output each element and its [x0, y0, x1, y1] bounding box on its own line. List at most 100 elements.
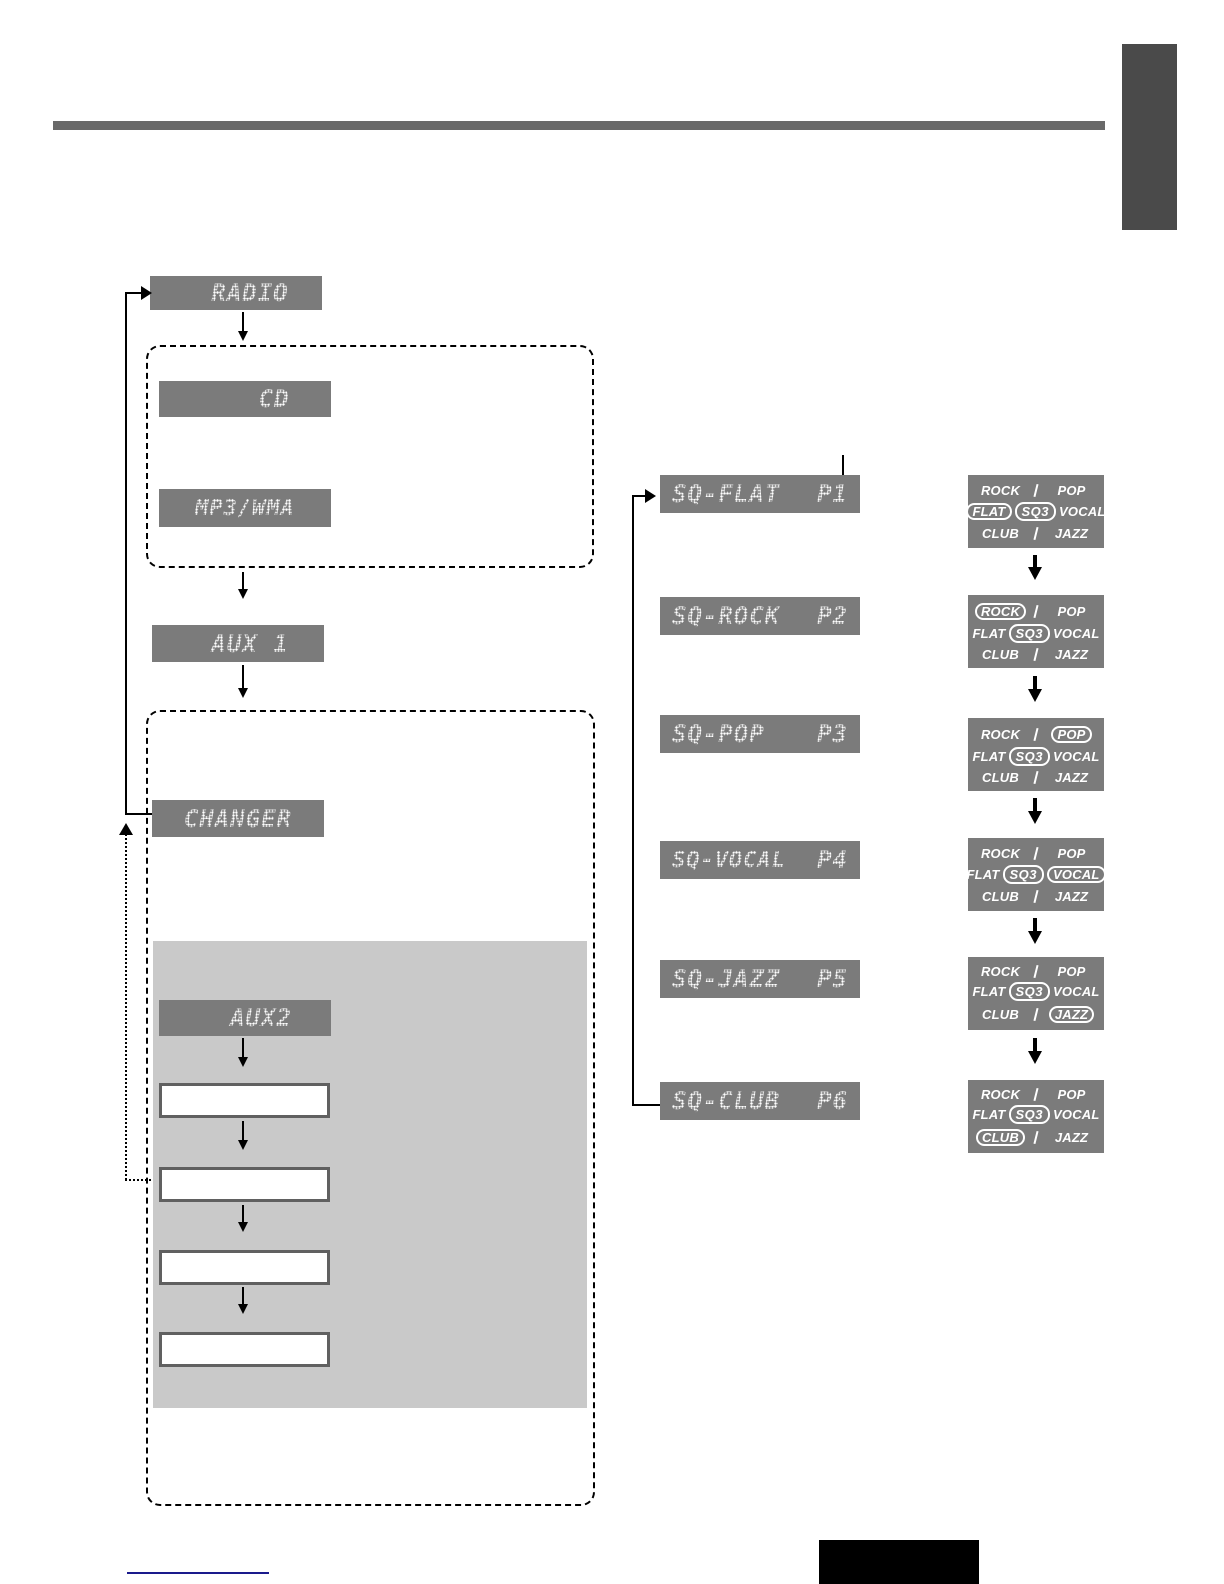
flow-arrow-down — [238, 1205, 248, 1232]
divider-line — [1033, 1087, 1039, 1101]
panel-row-top: ROCK POP — [970, 602, 1102, 620]
divider-line — [1033, 727, 1039, 741]
divider-line — [1033, 604, 1039, 618]
label-pop: POP — [1057, 845, 1086, 861]
panel-row-top: ROCK POP — [970, 845, 1102, 861]
sq3-panel-vocal: ROCK POP FLAT SQ3 VOCAL CLUB JAZZ — [966, 838, 1106, 911]
label-club: CLUB — [982, 525, 1019, 541]
sq-loop-into-flat — [632, 495, 648, 497]
label-club: CLUB — [982, 646, 1019, 662]
label-pop: POP — [1057, 482, 1086, 498]
blank-display-box — [159, 1167, 330, 1202]
divider-line — [1033, 526, 1039, 540]
sq-name: SQ-CLUB — [672, 1087, 781, 1115]
panel-row-bottom: CLUB JAZZ — [970, 1005, 1102, 1023]
flow-arrow-down — [238, 1121, 248, 1150]
divider-line — [1033, 1007, 1039, 1021]
sq3-panel-club: ROCK POP FLAT SQ3 VOCAL CLUB JAZZ — [968, 1080, 1104, 1153]
panel-arrow-down — [1028, 1038, 1042, 1064]
lcd-text-mp3-wma: MP3/WMA — [195, 495, 295, 521]
panel-row-bottom: CLUB JAZZ — [970, 646, 1102, 662]
divider-line — [1033, 770, 1039, 784]
loop-line-from-changer — [125, 813, 153, 815]
label-rock: ROCK — [980, 1086, 1021, 1102]
flow-arrow-down — [238, 1287, 248, 1314]
lcd-display-cd: CD — [159, 381, 331, 417]
sq-loop-from-club — [632, 1104, 660, 1106]
blank-display-box — [159, 1250, 330, 1285]
loop-line-vertical — [125, 292, 127, 815]
lcd-text-cd: CD — [258, 385, 290, 413]
sq-preset: P2 — [817, 602, 848, 630]
changer-group-box — [146, 710, 595, 1506]
label-pop: POP — [1057, 603, 1086, 619]
dotted-loop-vertical — [125, 830, 127, 1180]
blank-display-box — [159, 1332, 330, 1367]
sq3-logo: SQ3 — [1008, 982, 1051, 1001]
divider-line — [1033, 647, 1039, 661]
sq-name: SQ-VOCAL — [672, 847, 786, 873]
label-pop: POP — [1057, 1086, 1086, 1102]
label-flat-highlight: FLAT — [966, 503, 1012, 520]
panel-row-bottom: CLUB JAZZ — [970, 769, 1102, 785]
panel-row-middle: FLAT SQ3 VOCAL — [966, 502, 1105, 521]
label-jazz: JAZZ — [1054, 769, 1089, 785]
arrow-right-icon — [645, 489, 663, 503]
label-jazz: JAZZ — [1054, 525, 1089, 541]
label-flat: FLAT — [966, 867, 1000, 882]
label-rock-highlight: ROCK — [974, 602, 1027, 620]
lcd-display-aux2: AUX2 — [159, 1000, 331, 1036]
sq3-panel-rock: ROCK POP FLAT SQ3 VOCAL CLUB JAZZ — [968, 595, 1104, 668]
panel-row-middle: FLAT SQ3 VOCAL — [970, 1105, 1102, 1124]
lcd-text-radio: RADIO — [211, 279, 289, 307]
preset-callout-line — [842, 455, 844, 475]
divider-line — [1033, 1130, 1039, 1144]
label-rock: ROCK — [980, 845, 1021, 861]
sq-preset: P3 — [817, 720, 848, 748]
sq3-logo: SQ3 — [1002, 865, 1045, 884]
panel-arrow-down — [1028, 555, 1042, 580]
lcd-display-sq-vocal: SQ-VOCAL P4 — [660, 841, 860, 879]
label-club: CLUB — [982, 888, 1019, 904]
label-jazz: JAZZ — [1054, 888, 1089, 904]
flow-arrow-down — [238, 1038, 248, 1067]
label-vocal: VOCAL — [1053, 1107, 1100, 1122]
header-rule — [53, 121, 1105, 130]
sq3-logo: SQ3 — [1008, 747, 1051, 766]
label-rock: ROCK — [980, 726, 1021, 742]
sq-preset: P6 — [817, 1087, 848, 1115]
lcd-display-mp3-wma: MP3/WMA — [159, 489, 331, 527]
label-flat: FLAT — [972, 1107, 1006, 1122]
label-club: CLUB — [982, 1006, 1019, 1022]
divider-line — [1033, 964, 1039, 978]
flow-arrow-down — [238, 665, 248, 698]
loop-line-into-radio — [125, 292, 145, 294]
dotted-loop-horizontal — [125, 1179, 159, 1181]
panel-row-top: ROCK POP — [970, 482, 1102, 498]
label-jazz: JAZZ — [1054, 646, 1089, 662]
divider-line — [1033, 846, 1039, 860]
label-flat: FLAT — [972, 984, 1006, 999]
sq-preset: P1 — [817, 480, 848, 508]
panel-row-bottom: CLUB JAZZ — [970, 888, 1102, 904]
divider-line — [1033, 483, 1039, 497]
lcd-text-aux1: AUX 1 — [211, 629, 289, 658]
sq3-panel-pop: ROCK POP FLAT SQ3 VOCAL CLUB JAZZ — [968, 718, 1104, 791]
sq3-panel-jazz: ROCK POP FLAT SQ3 VOCAL CLUB JAZZ — [968, 957, 1104, 1030]
lcd-display-sq-club: SQ-CLUB P6 — [660, 1082, 860, 1120]
label-jazz-highlight: JAZZ — [1048, 1005, 1095, 1023]
panel-arrow-down — [1028, 918, 1042, 944]
sq3-logo: SQ3 — [1008, 1105, 1051, 1124]
flow-arrow-down — [238, 572, 248, 599]
label-vocal: VOCAL — [1053, 984, 1100, 999]
lcd-display-sq-rock: SQ-ROCK P2 — [660, 597, 860, 635]
label-vocal: VOCAL — [1053, 626, 1100, 641]
blank-display-box — [159, 1083, 330, 1118]
panel-row-bottom: CLUB JAZZ — [970, 1128, 1102, 1146]
label-vocal: VOCAL — [1059, 504, 1106, 519]
arrow-right-icon — [141, 286, 159, 300]
sq-name: SQ-FLAT — [672, 480, 781, 508]
lcd-display-sq-pop: SQ-POP P3 — [660, 715, 860, 753]
sq3-panel-flat: ROCK POP FLAT SQ3 VOCAL CLUB JAZZ — [966, 475, 1105, 548]
